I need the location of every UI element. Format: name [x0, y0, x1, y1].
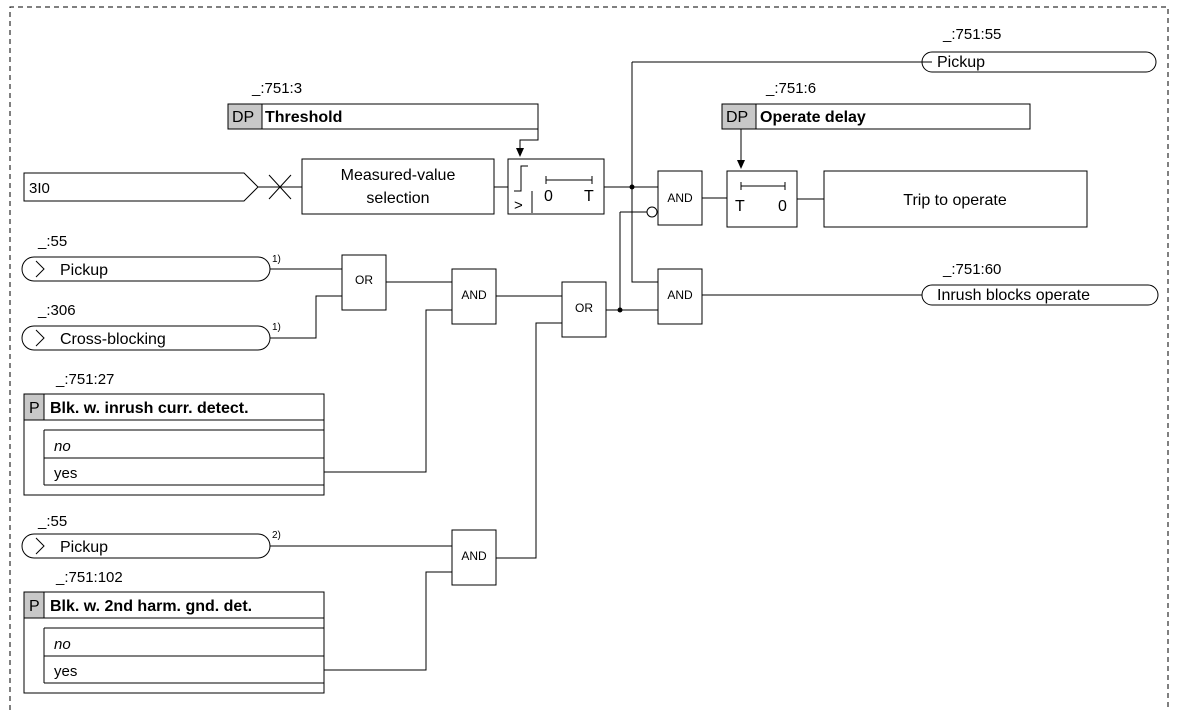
- pickup-in2-label: Pickup: [60, 539, 108, 556]
- measured-value-line1: Measured-value: [341, 167, 456, 184]
- input-chevron-icon: [35, 537, 45, 555]
- blk-inrush-tag-text: P: [29, 400, 40, 417]
- cross-blocking-id: _:306: [37, 302, 76, 319]
- pickup-in1-id: _:55: [37, 233, 67, 250]
- inrush-blocks-operate-signal: [921, 284, 1159, 306]
- blk-inrush-options-grid: [43, 429, 324, 486]
- cross-blocking-label: Cross-blocking: [60, 331, 166, 348]
- blk-inrush-option-yes: yes: [54, 465, 77, 482]
- or-gate-pickup-label: OR: [355, 273, 373, 287]
- inrush-blocks-operate-label: Inrush blocks operate: [937, 287, 1090, 304]
- operate-delay-param: [755, 103, 1031, 130]
- pickup-in2-note: 2): [272, 530, 281, 541]
- input-3i0-signal: [23, 172, 259, 202]
- threshold-timer-zero: 0: [544, 188, 553, 205]
- pickup-in2-id: _:55: [37, 513, 67, 530]
- threshold-label: Threshold: [265, 109, 342, 126]
- threshold-tag-text: DP: [232, 109, 254, 126]
- operate-timer-block: [726, 170, 798, 228]
- threshold-dp-tag: [227, 103, 263, 130]
- input-chevron-icon: [35, 260, 45, 278]
- measured-value-selection-block: [301, 158, 495, 215]
- wire-cross-blocking: [270, 295, 342, 339]
- wire-threshold-param: [519, 129, 539, 150]
- cross-blocking-signal: [21, 325, 271, 351]
- input-3i0-label: 3I0: [29, 180, 50, 197]
- inrush-output-id: _:751:60: [942, 261, 1001, 278]
- operate-delay-tag-text: DP: [726, 109, 748, 126]
- blk-inrush-param: [23, 393, 325, 496]
- operate-delay-id: _:751:6: [765, 80, 816, 97]
- pickup-in2-signal: [21, 533, 271, 559]
- and-gate-operate-label: AND: [667, 191, 693, 205]
- blk-inrush-id: _:751:27: [55, 371, 114, 388]
- junction-dot-2: [617, 307, 623, 313]
- blk-2nd-harm-id: _:751:102: [55, 569, 123, 586]
- trip-to-operate-block: [823, 170, 1088, 228]
- blk-inrush-option-no: no: [54, 438, 71, 455]
- threshold-param: [261, 103, 539, 130]
- threshold-id: _:751:3: [251, 80, 302, 97]
- pickup-in1-note: 1): [272, 254, 281, 265]
- pickup-in1-signal: [21, 256, 271, 282]
- pickup-output-id: _:751:55: [942, 26, 1001, 43]
- and-gate-inrush: [657, 268, 703, 325]
- or-gate-blocking-label: OR: [575, 301, 593, 315]
- threshold-arrow-icon: [516, 148, 524, 157]
- threshold-timer-t: T: [584, 188, 594, 205]
- wire-pickup-bus: [631, 62, 658, 283]
- threshold-timer-block: [507, 158, 605, 215]
- blk-2nd-harm-param: [23, 591, 325, 694]
- pickup-output-label: Pickup: [937, 54, 985, 71]
- wire-blk-inrush: [324, 309, 452, 473]
- cross-mark-icon: [268, 174, 292, 200]
- pickup-output-signal: [921, 51, 1157, 73]
- and-gate-2nd-harm-label: AND: [461, 549, 487, 563]
- input-chevron-icon: [35, 329, 45, 347]
- and-gate-inrush-block-label: AND: [461, 288, 487, 302]
- negation-circle-icon: [646, 206, 658, 218]
- and-gate-2nd-harm: [451, 529, 497, 586]
- operate-timer-bar-icon: [740, 182, 786, 190]
- junction-dot: [629, 184, 635, 190]
- timer-bar-icon: [545, 176, 593, 184]
- blk-2nd-harm-label: Blk. w. 2nd harm. gnd. det.: [50, 598, 252, 615]
- hysteresis-icon: [514, 165, 528, 192]
- or-gate-blocking: [561, 281, 607, 338]
- cross-blocking-note: 1): [272, 322, 281, 333]
- operate-delay-dp-tag: [721, 103, 757, 130]
- operate-delay-label: Operate delay: [760, 109, 866, 126]
- operate-timer-zero: 0: [778, 198, 787, 215]
- and-gate-inrush-label: AND: [667, 288, 693, 302]
- blk-2nd-harm-options-grid: [43, 627, 324, 684]
- trip-to-operate-label: Trip to operate: [903, 192, 1007, 209]
- blk-2nd-harm-option-yes: yes: [54, 663, 77, 680]
- wire-and4-to-or2: [496, 322, 562, 559]
- operate-timer-t: T: [735, 198, 745, 215]
- blk-2nd-harm-tag-text: P: [29, 598, 40, 615]
- operate-delay-arrow-icon: [737, 160, 745, 169]
- threshold-gt-symbol: >: [514, 197, 523, 214]
- pickup-in1-label: Pickup: [60, 262, 108, 279]
- and-gate-operate: [657, 170, 703, 226]
- blk-2nd-harm-option-no: no: [54, 636, 71, 653]
- blk-inrush-label: Blk. w. inrush curr. detect.: [50, 400, 249, 417]
- diagram-frame: [9, 6, 1169, 710]
- measured-value-line2: selection: [366, 190, 429, 207]
- wire-blk-2nd-harm: [324, 571, 452, 671]
- and-gate-inrush-block: [451, 268, 497, 325]
